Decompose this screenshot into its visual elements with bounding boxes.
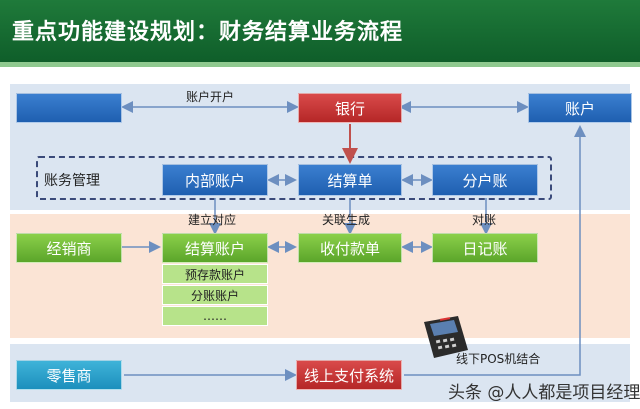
payment-to-account-arrow bbox=[404, 125, 586, 376]
more-accounts-item: …… bbox=[162, 306, 268, 326]
dealer-box: 经销商 bbox=[16, 233, 122, 263]
settlement-sheet-box: 结算单 bbox=[298, 164, 402, 196]
title-divider bbox=[0, 62, 640, 67]
ledger-management-label: 账务管理 bbox=[44, 173, 100, 189]
retailer-box: 零售商 bbox=[16, 360, 122, 390]
link-generate-label: 关联生成 bbox=[322, 213, 371, 227]
bank-box: 银行 bbox=[298, 93, 402, 123]
journal-box: 日记账 bbox=[432, 233, 538, 263]
account-box: 账户 bbox=[528, 93, 632, 123]
internal-account-box: 内部账户 bbox=[162, 164, 268, 196]
title-bar: 重点功能建设规划：财务结算业务流程 bbox=[0, 0, 640, 62]
pos-terminal-icon bbox=[424, 316, 468, 358]
open-account-label: 账户开户 bbox=[186, 90, 235, 104]
blank-party-box bbox=[16, 93, 122, 123]
split-account-item: 分账账户 bbox=[162, 285, 268, 305]
page-title: 重点功能建设规划：财务结算业务流程 bbox=[12, 20, 404, 45]
settlement-account-box: 结算账户 bbox=[162, 233, 268, 263]
prepaid-account-item: 预存款账户 bbox=[162, 264, 268, 284]
sub-ledger-box: 分户账 bbox=[432, 164, 538, 196]
build-map-label: 建立对应 bbox=[188, 213, 237, 227]
pos-integration-label: 线下POS机结合 bbox=[456, 352, 541, 366]
ledger-management-group bbox=[36, 156, 552, 200]
watermark-text: 头条 @人人都是项目经理 bbox=[448, 383, 640, 403]
reconcile-label: 对账 bbox=[472, 213, 497, 227]
payment-receipt-box: 收付款单 bbox=[298, 233, 402, 263]
online-payment-box: 线上支付系统 bbox=[296, 360, 402, 390]
